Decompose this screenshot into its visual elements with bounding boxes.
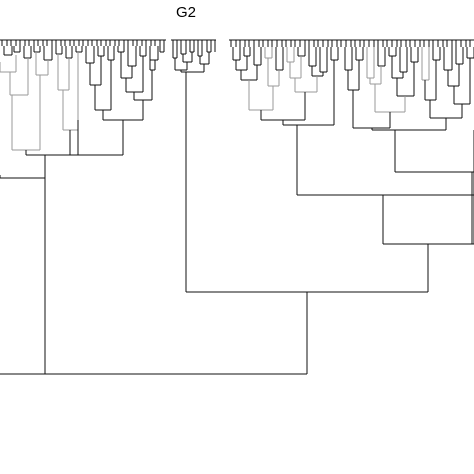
group-label-g2: G2: [176, 4, 196, 21]
dendrogram-tree: [0, 39, 474, 375]
